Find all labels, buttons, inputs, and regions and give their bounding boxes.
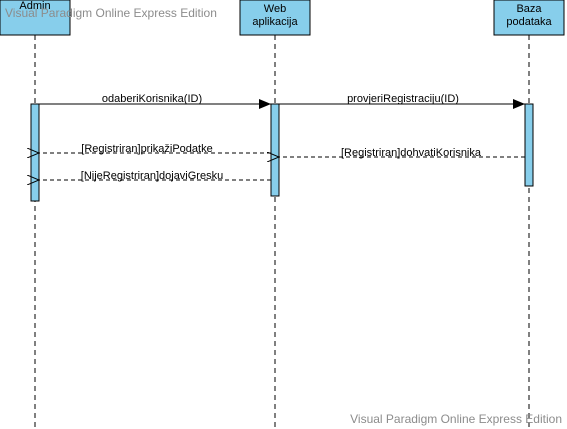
message-odaberi-label: odaberiKorisnika(ID): [102, 93, 202, 105]
activation-web[interactable]: [270, 103, 280, 197]
message-prikazi-podatke[interactable]: [Registriran]prikažiPodatke: [39, 143, 271, 155]
lifeline-admin-label: Admin: [19, 0, 50, 12]
message-provjeri-registraciju[interactable]: provjeriRegistraciju(ID): [279, 93, 525, 109]
message-dojavi-label: [NijeRegistriran]dojaviGresku: [81, 170, 223, 182]
message-dohvati-korisnika[interactable]: [Registriran]dohvatiKorisnika: [279, 147, 525, 159]
lifeline-web-label-line1: Web: [264, 3, 286, 15]
lifeline-baza-label-line1: Baza: [516, 3, 542, 15]
watermark-bottom: Visual Paradigm Online Express Edition: [350, 412, 562, 426]
watermark-top: Visual Paradigm Online Express Edition: [5, 6, 217, 20]
message-dojavi-gresku[interactable]: [NijeRegistriran]dojaviGresku: [39, 170, 271, 182]
lifeline-web-label-line2: aplikacija: [252, 16, 298, 28]
lifeline-baza-header[interactable]: [493, 0, 565, 36]
lifeline-web[interactable]: Web aplikacija: [239, 0, 311, 429]
lifeline-baza[interactable]: Baza podataka: [493, 0, 565, 429]
activation-admin[interactable]: [30, 103, 40, 202]
lifeline-admin[interactable]: Admin: [0, 0, 71, 429]
lifeline-admin-header[interactable]: [0, 0, 71, 36]
message-odaberi-korisnika[interactable]: odaberiKorisnika(ID): [39, 93, 271, 109]
message-prikazi-label: [Registriran]prikažiPodatke: [81, 143, 212, 155]
activation-baza[interactable]: [524, 103, 534, 187]
lifeline-baza-label-line2: podataka: [506, 16, 552, 28]
message-dohvati-label: [Registriran]dohvatiKorisnika: [341, 147, 482, 159]
message-provjeri-label: provjeriRegistraciju(ID): [347, 93, 459, 105]
